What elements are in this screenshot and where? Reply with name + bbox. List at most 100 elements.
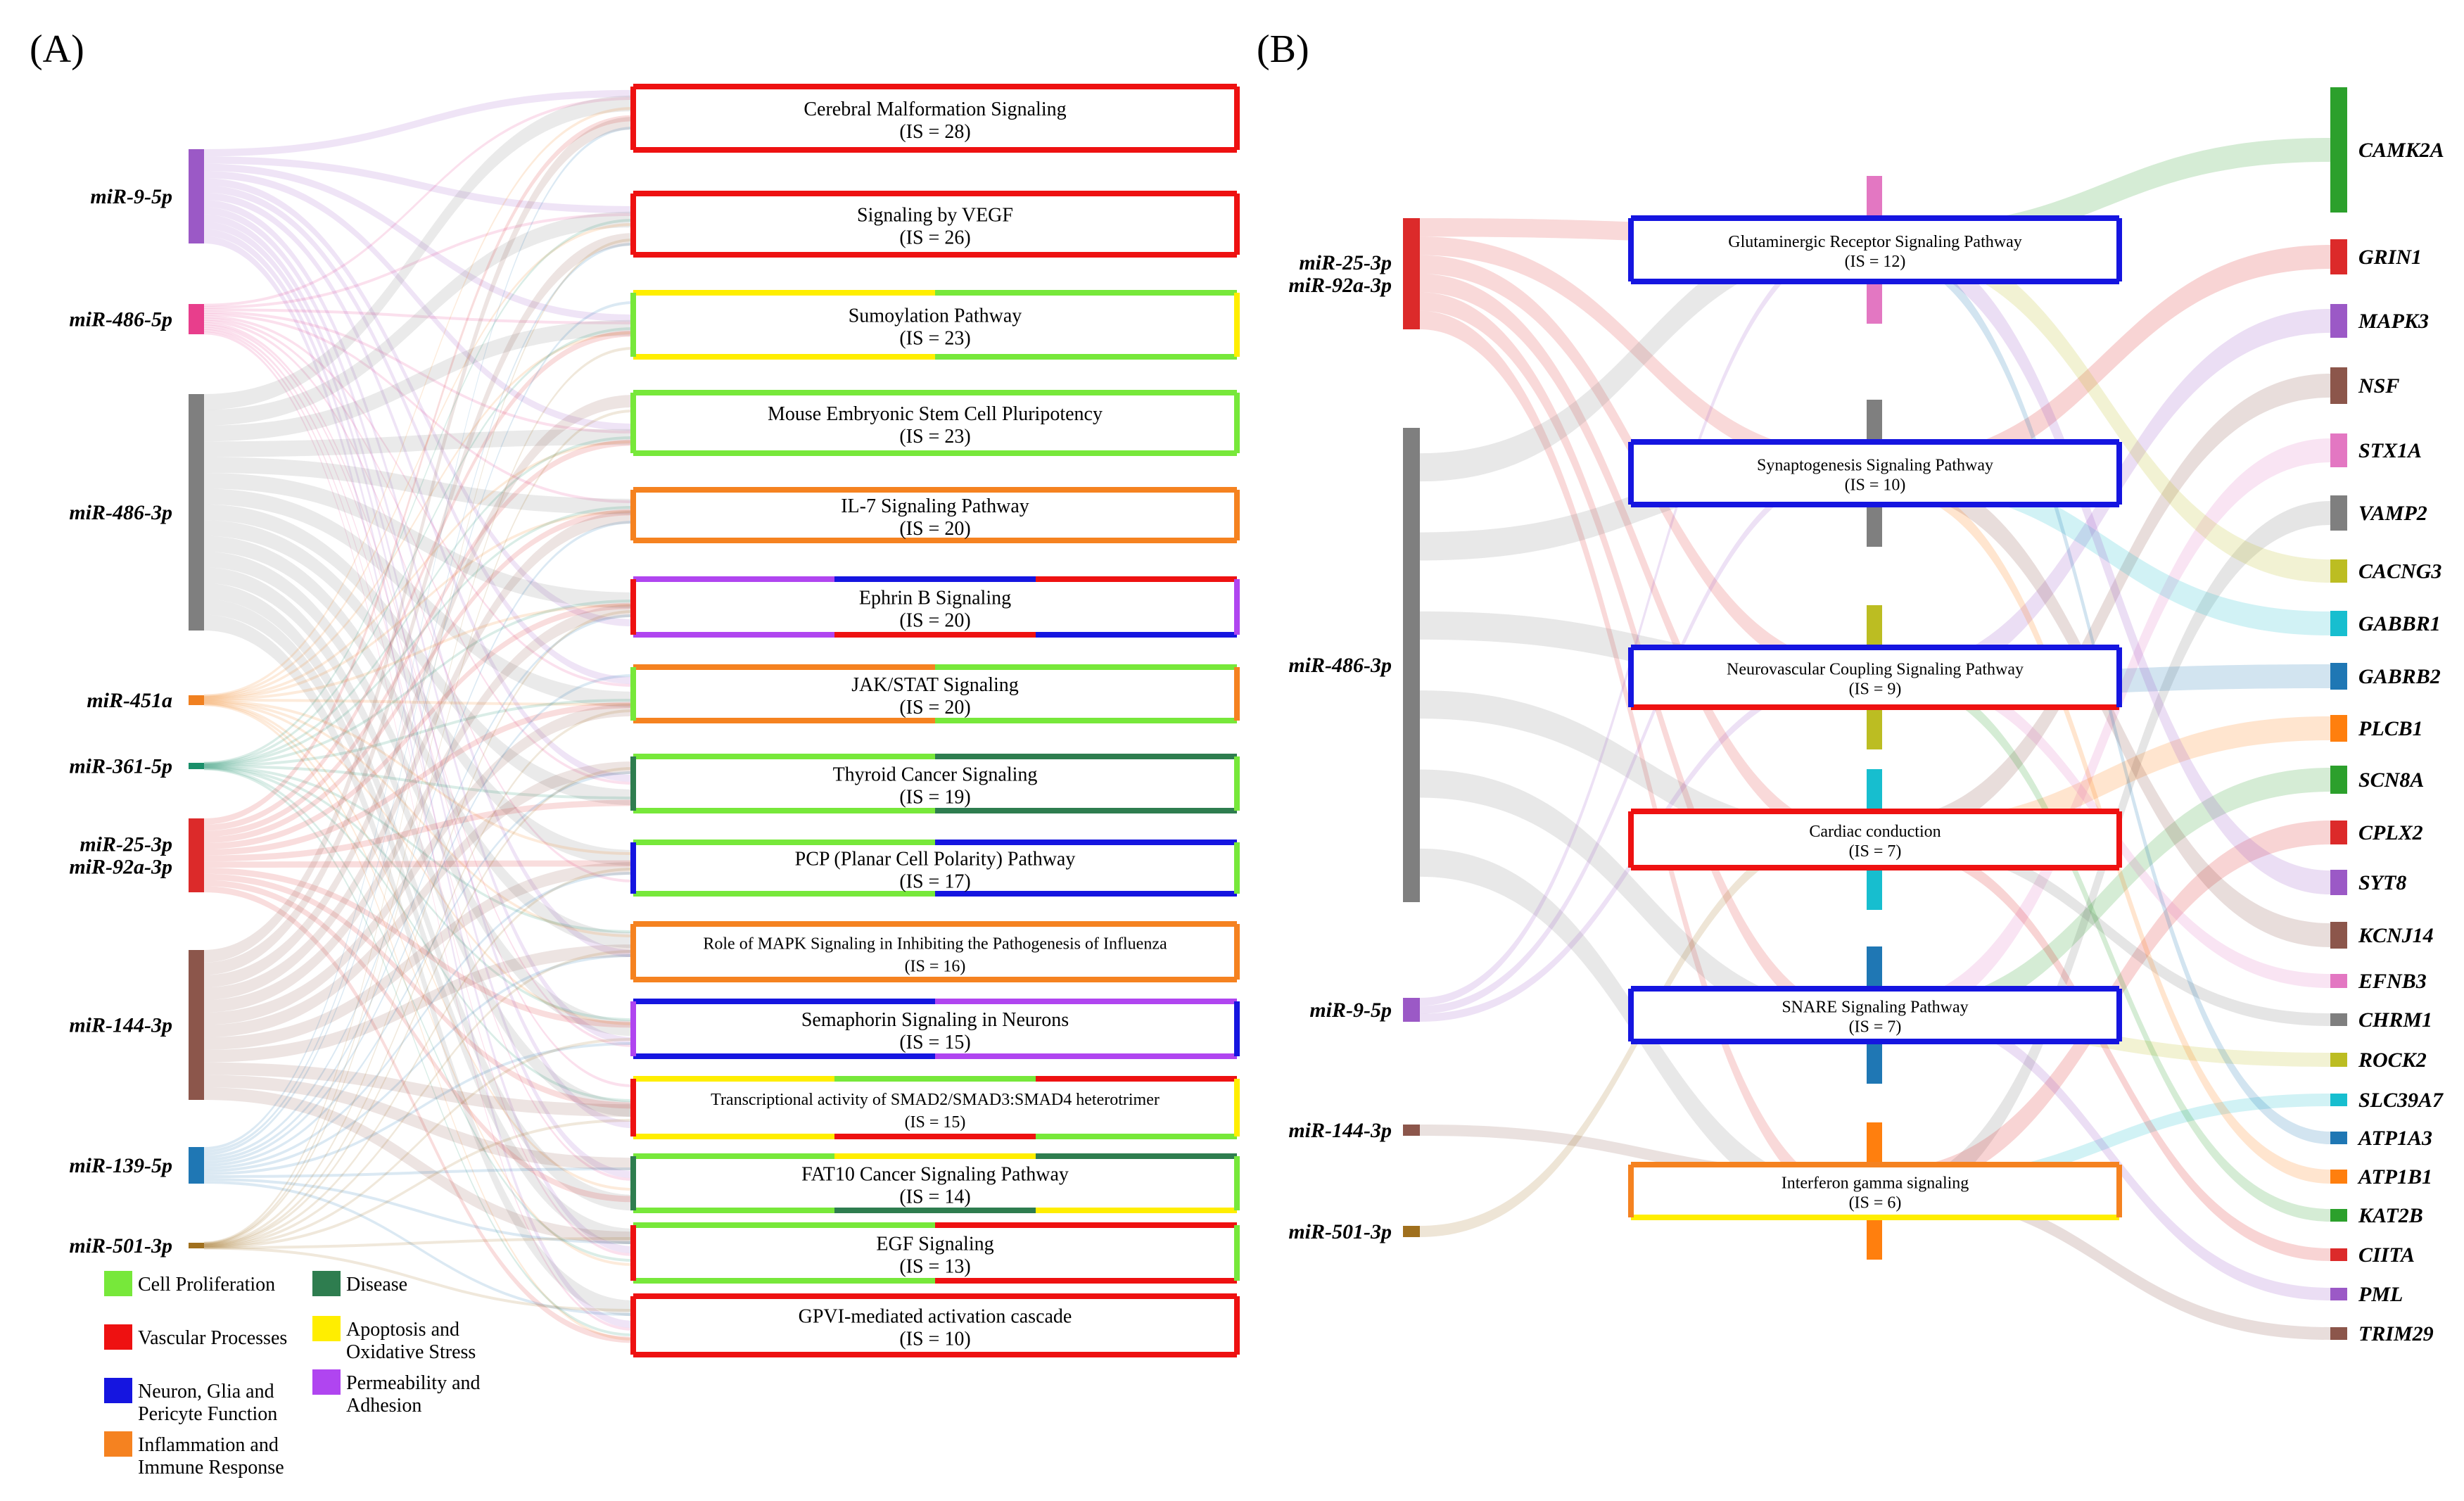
pathway-name: IL-7 Signaling Pathway — [841, 495, 1029, 517]
pathway-box-gpvi-mediated-activation-cascade: GPVI-mediated activation cascade(IS = 10… — [630, 1293, 1240, 1357]
mirna-node-mir-486-5p — [189, 304, 204, 334]
pathway-is-score: (IS = 15) — [899, 1032, 970, 1053]
pathway-box-b-snare-signaling-pathway: SNARE Signaling Pathway(IS = 7) — [1628, 986, 2122, 1044]
mirna-label-b-mir-501-3p: miR-501-3p — [1288, 1220, 1392, 1243]
flow-a-mir-451a-to-pathway-4 — [204, 441, 633, 699]
flow-a-mir-361-5p-to-pathway-7 — [204, 699, 633, 768]
gene-node-cplx2 — [2330, 821, 2347, 844]
mirna-node-b-mir-144-3p — [1403, 1125, 1420, 1136]
pathway-name: FAT10 Cancer Signaling Pathway — [801, 1164, 1069, 1186]
pathway-is-score: (IS = 15) — [905, 1113, 966, 1132]
pathway-name: Interferon gamma signaling — [1782, 1174, 1969, 1193]
mirna-node-b-mir-501-3p — [1403, 1226, 1420, 1237]
flow-a-mir-9-5p-to-pathway-11 — [204, 207, 633, 1045]
gene-label-ciita: CIITA — [2358, 1243, 2415, 1267]
gene-label-atp1b1: ATP1B1 — [2357, 1165, 2432, 1189]
pathway-box-bg — [633, 293, 1237, 357]
pathway-name: Mouse Embryonic Stem Cell Pluripotency — [768, 403, 1103, 425]
pathway-is-score: (IS = 16) — [905, 958, 966, 976]
flow-a-mir-361-5p-to-pathway-12 — [204, 766, 633, 1102]
gene-node-mapk3 — [2330, 304, 2347, 338]
gene-label-atp1a3: ATP1A3 — [2357, 1127, 2432, 1150]
pathway-box-bg — [633, 1079, 1237, 1136]
gene-node-cacng3 — [2330, 559, 2347, 583]
gene-node-ciita — [2330, 1248, 2347, 1261]
pathway-box-bg — [1631, 811, 2119, 868]
flow-b-pathway-6-to-trim29 — [1882, 1183, 2330, 1340]
flow-a-mir-486-5p-to-pathway-11 — [204, 322, 633, 1048]
pathway-box-cerebral-malformation-signaling: Cerebral Malformation Signaling(IS = 28) — [630, 84, 1240, 153]
flow-a-mir-501-3p-to-pathway-6 — [204, 610, 633, 1246]
gene-node-slc39a7 — [2330, 1094, 2347, 1106]
mirna-label-mir-486-3p: miR-486-3p — [69, 501, 172, 524]
mirna-node-mir-501-3p — [189, 1243, 204, 1248]
flow-a-mir-501-3p-to-pathway-7 — [204, 709, 633, 1246]
gene-label-gabrb2: GABRB2 — [2358, 665, 2441, 688]
pathway-box-ephrin-b-signaling: Ephrin B Signaling(IS = 20) — [630, 576, 1240, 638]
legend-label: Vascular Processes — [138, 1327, 287, 1349]
flow-a-mir-361-5p-to-pathway-14 — [204, 766, 633, 1262]
legend-swatch — [312, 1316, 341, 1341]
flow-a-mir-486-5p-to-pathway-7 — [204, 315, 633, 687]
flow-a-mir-139-5p-to-pathway-9 — [204, 872, 633, 1170]
flow-a-mir-25-3p-mir-92a-3p-to-pathway-12 — [204, 873, 633, 1109]
pathway-is-score: (IS = 20) — [899, 518, 970, 540]
flow-b-pathway-3-to-kat2b — [1882, 667, 2330, 1222]
gene-label-efnb3: EFNB3 — [2358, 970, 2427, 993]
pathway-name: Transcriptional activity of SMAD2/SMAD3:… — [711, 1091, 1160, 1109]
pathway-box-transcriptional-activity-of-smad2-smad3-smad4-heterotrimer: Transcriptional activity of SMAD2/SMAD3:… — [630, 1076, 1240, 1139]
flow-b-pathway-2-to-gabbr1 — [1882, 462, 2330, 635]
flow-a-mir-451a-to-pathway-10 — [204, 700, 633, 937]
flow-a-mir-144-3p-to-pathway-13 — [204, 1075, 633, 1170]
pathway-name: EGF Signaling — [876, 1234, 993, 1255]
pathway-box-pcp-planar-cell-polarity-pathway: PCP (Planar Cell Polarity) Pathway(IS = … — [630, 840, 1240, 897]
pathway-is-score: (IS = 10) — [1845, 476, 1906, 495]
flow-a-mir-451a-to-pathway-14 — [204, 702, 633, 1266]
pathway-box-b-neurovascular-coupling-signaling-pathway: Neurovascular Coupling Signaling Pathway… — [1628, 645, 2122, 710]
flow-a-mir-486-3p-to-pathway-3 — [204, 319, 633, 442]
flow-b-mir-486-3p-to-pathway-5 — [1420, 769, 1867, 1038]
pathway-box-signaling-by-vegf: Signaling by VEGF(IS = 26) — [630, 191, 1240, 258]
flow-a-mir-361-5p-to-pathway-3 — [204, 327, 633, 766]
flow-a-mir-144-3p-to-pathway-6 — [204, 604, 633, 1013]
gene-node-pml — [2330, 1288, 2347, 1300]
mirna-label-mir-501-3p: miR-501-3p — [69, 1234, 172, 1258]
pathway-box-b-interferon-gamma-signaling: Interferon gamma signaling(IS = 6) — [1628, 1162, 2122, 1220]
mirna-node-b-mir-9-5p — [1403, 998, 1420, 1022]
flow-a-mir-451a-to-pathway-15 — [204, 703, 633, 1341]
flow-a-mir-9-5p-to-pathway-7 — [204, 185, 633, 685]
flow-a-mir-486-5p-to-pathway-15 — [204, 331, 633, 1331]
flow-a-mir-486-3p-to-pathway-14 — [204, 599, 633, 1245]
pathway-box-bg — [1631, 647, 2119, 707]
flow-a-mir-139-5p-to-pathway-10 — [204, 954, 633, 1172]
pathway-box-mouse-embryonic-stem-cell-pluripotency: Mouse Embryonic Stem Cell Pluripotency(I… — [630, 390, 1240, 456]
gene-label-trim29: TRIM29 — [2358, 1322, 2434, 1345]
gene-node-nsf — [2330, 367, 2347, 404]
flow-a-mir-9-5p-to-pathway-14 — [204, 229, 633, 1254]
gene-label-cacng3: CACNG3 — [2358, 560, 2441, 583]
pathway-is-score: (IS = 14) — [899, 1186, 970, 1208]
pathway-is-score: (IS = 10) — [899, 1329, 970, 1350]
legend-item-cell-proliferation: Cell Proliferation — [104, 1271, 275, 1296]
flow-a-mir-25-3p-mir-92a-3p-to-pathway-5 — [204, 509, 633, 843]
flow-a-mir-451a-to-pathway-7 — [204, 699, 633, 706]
flow-a-mir-486-3p-to-pathway-4 — [204, 429, 633, 457]
gene-node-gabbr1 — [2330, 611, 2347, 636]
flow-a-mir-25-3p-mir-92a-3p-to-pathway-11 — [204, 868, 633, 1028]
legend-swatch — [312, 1369, 341, 1395]
gene-label-nsf: NSF — [2358, 374, 2399, 398]
flow-a-mir-139-5p-to-pathway-1 — [204, 127, 633, 1150]
panel-a-nodes: miR-9-5pmiR-486-5pmiR-486-3pmiR-451amiR-… — [69, 84, 1240, 1478]
flow-a-mir-25-3p-mir-92a-3p-to-pathway-3 — [204, 330, 633, 831]
pathway-is-score: (IS = 12) — [1845, 253, 1906, 271]
pathway-is-score: (IS = 19) — [899, 787, 970, 809]
flow-a-mir-139-5p-to-pathway-14 — [204, 1178, 633, 1244]
flow-b-pathway-2-to-grin1 — [1882, 245, 2330, 483]
gene-label-chrm1: CHRM1 — [2358, 1008, 2432, 1032]
flow-b-pathway-5-to-stx1a — [1882, 438, 2330, 1027]
pathway-box-b-synaptogenesis-signaling-pathway: Synaptogenesis Signaling Pathway(IS = 10… — [1628, 439, 2122, 507]
panel-b-letter: (B) — [1257, 27, 1309, 71]
pathway-name: Cardiac conduction — [1809, 823, 1941, 841]
